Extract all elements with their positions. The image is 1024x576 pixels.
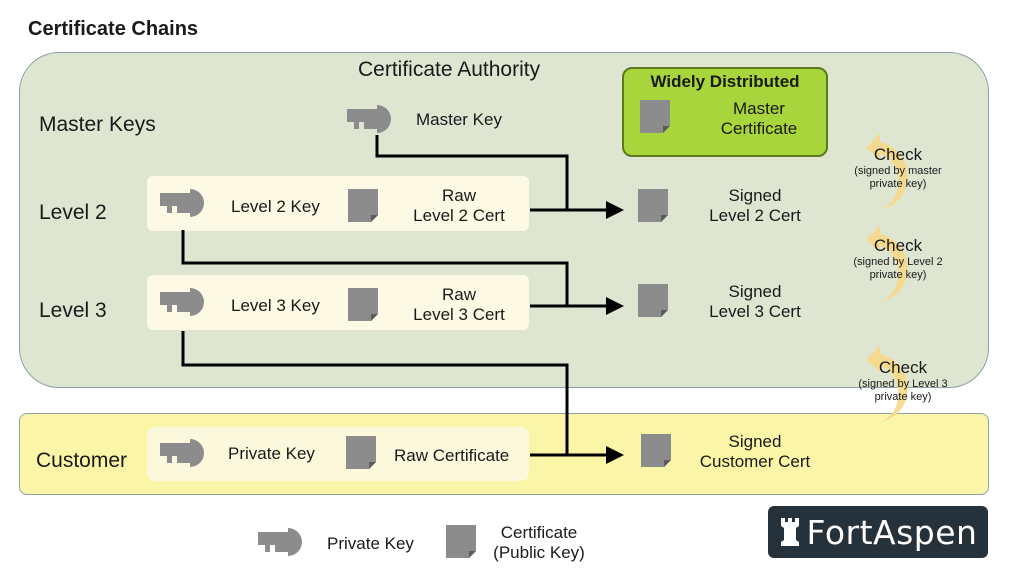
raw-level3-cert-icon [348, 288, 378, 321]
level2-arrowhead [606, 201, 624, 219]
signed-level3-line2: Level 3 Cert [709, 302, 801, 321]
legend-cert-line2: (Public Key) [493, 543, 585, 562]
master-key-signing-line [375, 135, 569, 210]
signed-level2-line1: Signed [728, 186, 782, 205]
raw-level3-cert-label: Raw Level 3 Cert [396, 285, 522, 325]
check-3-title: Check [878, 358, 928, 377]
check-1-sub1: (signed by master [854, 165, 942, 177]
check-1-title: Check [873, 145, 923, 164]
fortaspen-logo: FortAspen [768, 506, 988, 558]
signed-level2-cert-label: Signed Level 2 Cert [690, 186, 820, 226]
check-2: Check (signed by Level 2 private key) [838, 236, 958, 282]
customer-arrowhead [606, 446, 624, 464]
signed-level3-cert-label: Signed Level 3 Cert [690, 282, 820, 322]
check-2-title: Check [873, 236, 923, 255]
signed-customer-cert-label: Signed Customer Cert [690, 432, 820, 472]
widely-distributed-box [622, 67, 828, 157]
raw-level3-line2: Level 3 Cert [413, 305, 505, 324]
legend-cert-icon [446, 525, 476, 558]
widely-distributed-heading: Widely Distributed [650, 72, 800, 91]
logo-text: FortAspen [806, 512, 978, 552]
raw-level2-line1: Raw [441, 186, 476, 205]
level2-label: Level 2 [39, 201, 107, 224]
check-3-sub1: (signed by Level 3 [858, 378, 948, 390]
master-certificate-line1: Master [733, 99, 785, 118]
level3-arrowhead [606, 297, 624, 315]
signed-level2-line2: Level 2 Cert [709, 206, 801, 225]
legend-certificate-label: Certificate (Public Key) [484, 523, 594, 563]
level3-key-label: Level 3 Key [231, 296, 320, 315]
check-arrow-icon-3 [866, 345, 908, 422]
certificate-authority-label: Certificate Authority [358, 58, 541, 81]
raw-level3-line1: Raw [441, 285, 476, 304]
level2-key-label: Level 2 Key [231, 197, 320, 216]
customer-key-icon [160, 439, 204, 467]
customer-key-label: Private Key [228, 444, 315, 463]
signed-customer-cert-icon [641, 434, 671, 467]
level2-key-signing-line [181, 230, 569, 306]
check-3: Check (signed by Level 3 private key) [843, 358, 963, 404]
master-key-label: Master Key [416, 110, 502, 129]
raw-level2-cert-label: Raw Level 2 Cert [396, 186, 522, 226]
master-certificate-label: Master Certificate [700, 99, 818, 139]
customer-row-box [147, 427, 529, 481]
legend-private-key-label: Private Key [327, 534, 414, 553]
rook-icon [780, 518, 799, 546]
check-1: Check (signed by master private key) [838, 145, 958, 191]
check-arrow-icon-1 [866, 133, 908, 210]
legend-cert-line1: Certificate [500, 523, 578, 542]
master-certificate-icon [640, 100, 670, 133]
diagram-title: Certificate Chains [28, 18, 199, 40]
master-keys-label: Master Keys [39, 113, 156, 136]
signed-customer-line2: Customer Cert [699, 452, 811, 471]
customer-label: Customer [36, 449, 128, 472]
check-arrow-icon-2 [866, 225, 908, 302]
raw-customer-cert-icon [346, 436, 376, 469]
signed-customer-line1: Signed [728, 432, 782, 451]
level2-key-icon [160, 189, 204, 217]
level2-row-box [147, 176, 529, 231]
legend-key-icon [258, 528, 302, 556]
raw-customer-cert-label: Raw Certificate [394, 446, 510, 465]
check-2-sub2: private key) [869, 269, 927, 281]
raw-level2-cert-icon [348, 189, 378, 222]
level3-label: Level 3 [39, 299, 107, 322]
level3-key-icon [160, 288, 204, 316]
check-2-sub1: (signed by Level 2 [853, 256, 943, 268]
master-key-icon [347, 105, 391, 133]
level3-row-box [147, 275, 529, 330]
raw-level2-line2: Level 2 Cert [413, 206, 505, 225]
level3-key-signing-line [181, 331, 569, 455]
signed-level3-cert-icon [638, 284, 668, 317]
signed-level2-cert-icon [638, 189, 668, 222]
check-3-sub2: private key) [874, 391, 932, 403]
signed-level3-line1: Signed [728, 282, 782, 301]
master-certificate-line2: Certificate [720, 119, 798, 138]
check-1-sub2: private key) [869, 178, 927, 190]
